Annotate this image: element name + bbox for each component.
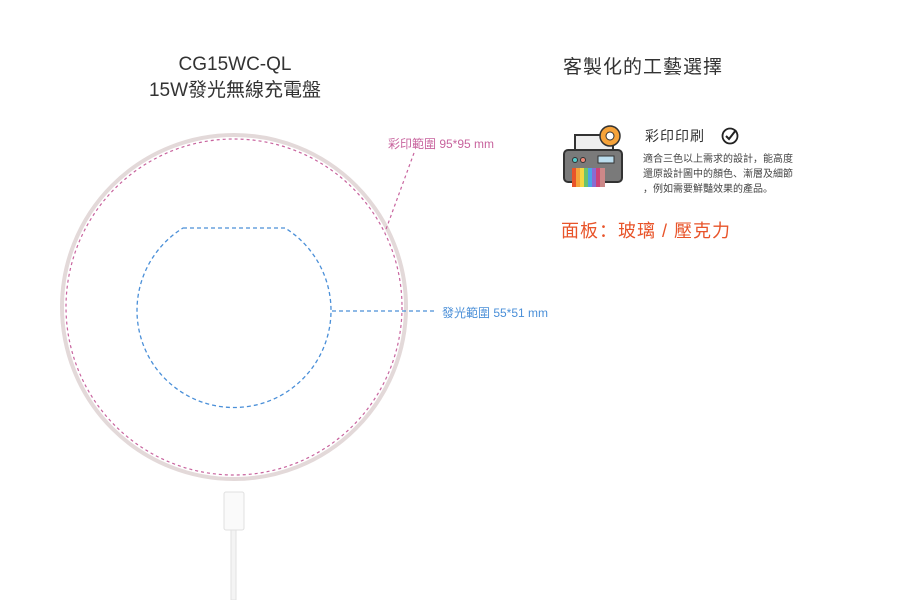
product-name: 15W發光無線充電盤: [148, 80, 322, 101]
product-title: CG15WC-QL 15W發光無線充電盤: [100, 52, 370, 104]
customization-title: 客製化的工藝選擇: [563, 57, 724, 78]
cable: [230, 527, 237, 600]
cable-connector: [223, 491, 245, 531]
print-option-description: 適合三色以上需求的設計，能高度 還原設計圖中的顏色、漸層及細節 ，例如需要鮮豔效…: [643, 152, 813, 197]
description-line: 還原設計圖中的顏色、漸層及細節: [643, 169, 793, 180]
description-line: 適合三色以上需求的設計，能高度: [643, 154, 793, 165]
glow-area-label: 發光範圍 55*51 mm: [442, 306, 549, 320]
panel-material: 面板：玻璃 / 壓克力: [561, 221, 732, 241]
check-circle-icon: [721, 127, 739, 145]
print-area-leader: [384, 152, 415, 233]
product-model: CG15WC-QL: [178, 54, 292, 75]
charging-pad: [60, 133, 408, 481]
print-option-label: 彩印印刷: [645, 128, 705, 144]
printer-icon: [563, 125, 623, 187]
print-area-label: 彩印範圍 95*95 mm: [388, 137, 495, 151]
print-area-outline: [65, 138, 403, 476]
description-line: ，例如需要鮮豔效果的產品。: [643, 184, 773, 195]
